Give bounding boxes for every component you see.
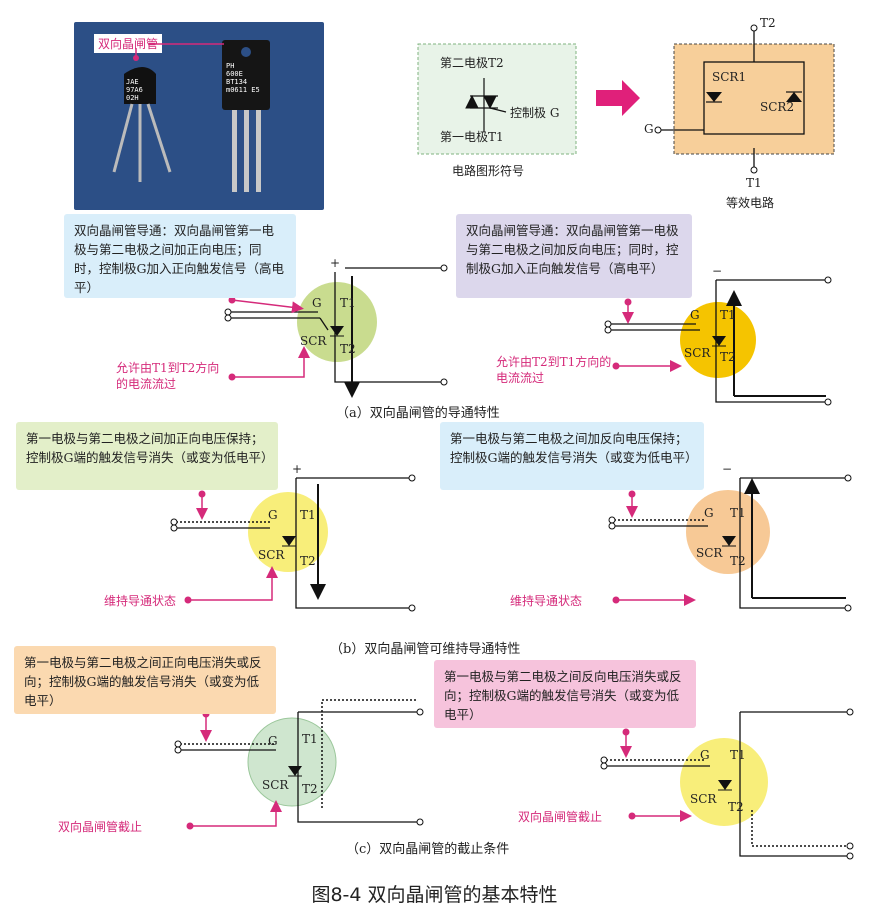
note-b-right: 第一电极与第二电极之间加反向电压保持；控制极G端的触发信号消失（或变为低电平） [440,422,704,490]
photo-label: 双向晶闸管 [94,34,163,53]
caption-a: （a）双向晶闸管的导通特性 [336,406,500,421]
eq-scr1-label: SCR1 [712,70,747,84]
symbol-box [417,43,577,155]
scr-circle-b-left [248,492,328,572]
eq-t1-label: T1 [746,176,762,190]
caption-b: （b）双向晶闸管可维持导通特性 [330,642,521,657]
t2-label: T2 [340,342,356,356]
minus-label: − [722,462,733,476]
scr-label: SCR [258,548,285,562]
note-c-left-state: 双向晶闸管截止 [58,820,143,834]
scr-label: SCR [300,334,327,348]
caption-c: （c）双向晶闸管的截止条件 [346,842,510,857]
scr-label: SCR [262,778,289,792]
t1-label: T1 [302,732,318,746]
note-c-right: 第一电极与第二电极之间反向电压消失或反向；控制极G端的触发信号消失（或变为低电平… [434,660,696,728]
scr-circle-a-left [297,282,377,362]
equivalent-circuit [660,30,805,168]
plus-label: + [292,462,303,476]
t2-label: T2 [302,782,318,796]
scr-label: SCR [690,792,717,806]
g-label: G [690,308,700,322]
t2-label: T2 [730,554,746,568]
t1-label: T1 [730,506,746,520]
g-label: G [704,506,714,520]
note-c-right-state: 双向晶闸管截止 [518,810,603,824]
arrow-icon [596,80,640,116]
note-a-left: 双向晶闸管导通：双向晶闸管第一电极与第二电极之间加正向电压；同时，控制极G加入正… [64,214,296,298]
triac-symbol [465,78,507,132]
scr-circle-b-right [686,490,770,574]
scr-label: SCR [696,546,723,560]
component-drawing [112,40,270,192]
note-b-left-state: 维持导通状态 [104,594,177,608]
symbol-t2-label: 第二电极T2 [440,56,504,70]
plus-label: + [330,256,341,270]
t2-label: T2 [300,554,316,568]
scr-circle-c-left [247,717,337,807]
note-a-left-flow: 允许由T1到T2方向的电流流过 [116,361,220,391]
eq-caption: 等效电路 [726,196,775,210]
note-a-right: 双向晶闸管导通：双向晶闸管第一电极与第二电极之间加反向电压；同时，控制极G加入正… [456,214,692,298]
scr-label: SCR [684,346,711,360]
g-label: G [312,296,322,310]
t1-label: T1 [720,308,736,322]
g-label: G [268,734,278,748]
t1-label: T1 [340,296,356,310]
note-b-left: 第一电极与第二电极之间加正向电压保持；控制极G端的触发信号消失（或变为低电平） [16,422,278,490]
g-label: G [700,748,710,762]
t2-label: T2 [720,350,736,364]
note-c-left: 第一电极与第二电极之间正向电压消失或反向；控制极G端的触发信号消失（或变为低电平… [14,646,276,714]
t1-label: T1 [730,748,746,762]
figure-title: 图8-4 双向晶闸管的基本特性 [311,884,558,906]
symbol-caption: 电路图形符号 [452,164,525,178]
minus-label: − [712,264,723,278]
eq-g-label: G [644,122,654,136]
symbol-gate-label: 控制极 G [510,106,560,120]
t1-label: T1 [300,508,316,522]
t2-label: T2 [728,800,744,814]
g-label: G [268,508,278,522]
note-a-right-flow: 允许由T2到T1方向的电流流过 [496,355,612,385]
eq-scr2-label: SCR2 [760,100,795,114]
symbol-t1-label: 第一电极T1 [440,130,504,144]
eq-t2-label: T2 [760,16,776,30]
note-b-right-state: 维持导通状态 [510,594,583,608]
